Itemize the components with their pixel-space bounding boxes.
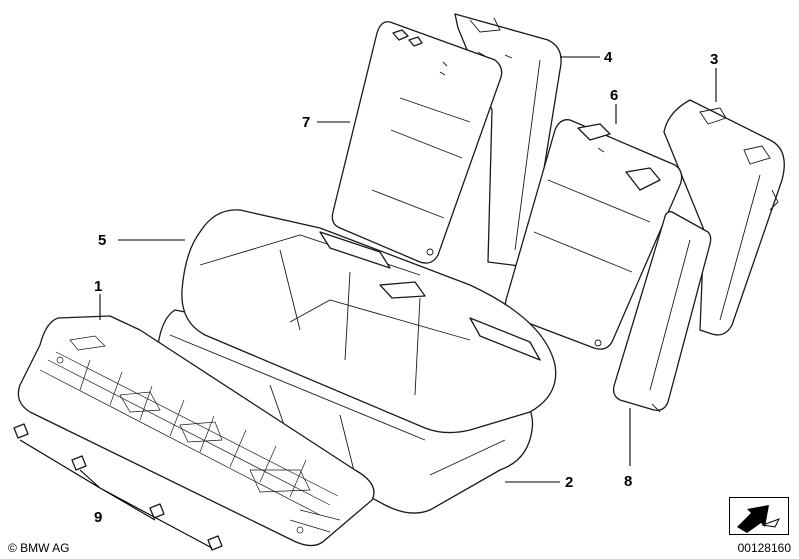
callout-9: 9 <box>94 509 102 526</box>
leader-9 <box>19 439 213 549</box>
callout-1: 1 <box>94 278 102 295</box>
seat-pan-frame[interactable] <box>17 315 375 547</box>
backrest-frame-right[interactable] <box>663 99 785 336</box>
clip-icon[interactable] <box>149 503 165 519</box>
seat-cushion-cover[interactable] <box>181 209 557 434</box>
callout-5: 5 <box>98 232 106 249</box>
clip-icon[interactable] <box>71 455 87 471</box>
callout-3: 3 <box>710 51 718 68</box>
copyright-text: © BMW AG <box>8 541 70 555</box>
side-bolster[interactable] <box>612 211 712 413</box>
backrest-cover-right[interactable] <box>504 119 683 350</box>
callout-2: 2 <box>565 474 573 491</box>
callout-labels: 1 2 3 4 5 6 7 8 9 <box>94 49 718 526</box>
leader-lines <box>19 56 717 549</box>
callout-4: 4 <box>604 49 613 66</box>
clip-group <box>13 423 223 551</box>
callout-6: 6 <box>610 87 618 104</box>
clip-icon[interactable] <box>207 535 223 551</box>
backrest-cover-left[interactable] <box>331 21 503 264</box>
diagram-id: 00128160 <box>737 541 791 555</box>
clip-icon[interactable] <box>13 423 29 439</box>
callout-8: 8 <box>624 473 632 490</box>
callout-7: 7 <box>302 114 310 131</box>
arrow-navigation-icon[interactable] <box>729 497 789 535</box>
